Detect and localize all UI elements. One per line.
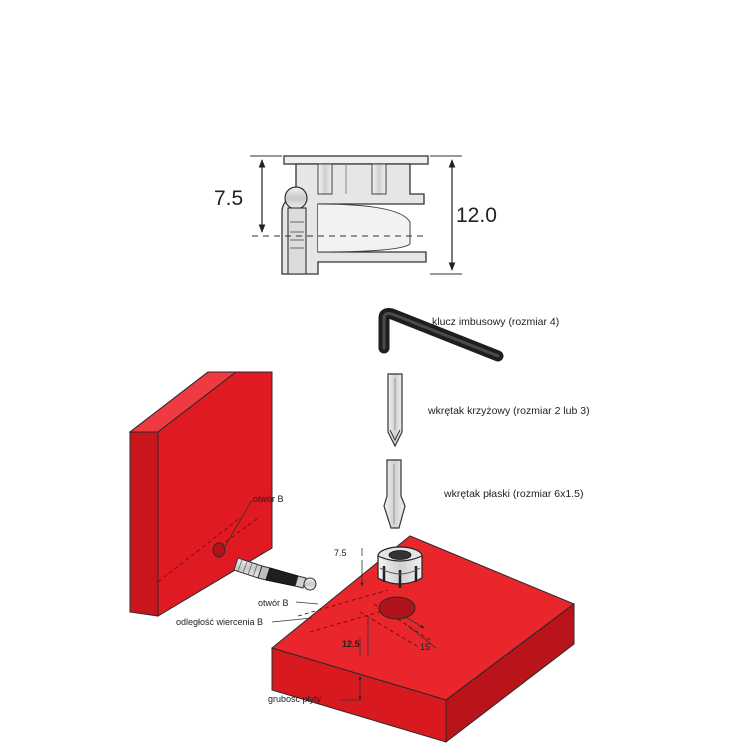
cam-hole xyxy=(378,596,416,620)
label-dim-7-5: 7.5 xyxy=(334,548,347,558)
phillips-screwdriver-icon xyxy=(387,373,403,448)
hole-b-upright xyxy=(212,542,226,558)
flat-board xyxy=(270,535,576,744)
label-dim-12-5: 12.5 xyxy=(342,639,360,649)
cam-housing-icon xyxy=(377,546,423,588)
dim-label-right: 12.0 xyxy=(456,204,497,227)
dim-label-left: 7.5 xyxy=(214,187,243,210)
tool-label-phillips: wkrętak krzyżowy (rozmiar 2 lub 3) xyxy=(427,405,590,417)
label-hole-b-lower: otwór B xyxy=(258,598,289,608)
label-drill-distance: odległość wiercenia B xyxy=(176,617,263,627)
label-board-thickness: grubość płyty xyxy=(268,694,322,704)
cam-fitting-detail: 7.5 12.0 xyxy=(214,155,497,275)
cam-ball xyxy=(284,186,308,210)
connector-bolt-icon xyxy=(233,557,317,591)
label-dim-15: 15 xyxy=(420,642,430,652)
cam-top-plate xyxy=(283,155,429,165)
hex-key-icon xyxy=(378,308,504,362)
flat-screwdriver-icon xyxy=(383,459,406,529)
flat-board-side xyxy=(445,603,575,744)
tool-label-flat: wkrętak płaski (rozmiar 6x1.5) xyxy=(443,488,583,500)
upright-board xyxy=(128,371,273,617)
label-hole-b-upper: otwór B xyxy=(253,494,284,504)
tool-label-hex-key: klucz imbusowy (rozmiar 4) xyxy=(432,316,559,328)
